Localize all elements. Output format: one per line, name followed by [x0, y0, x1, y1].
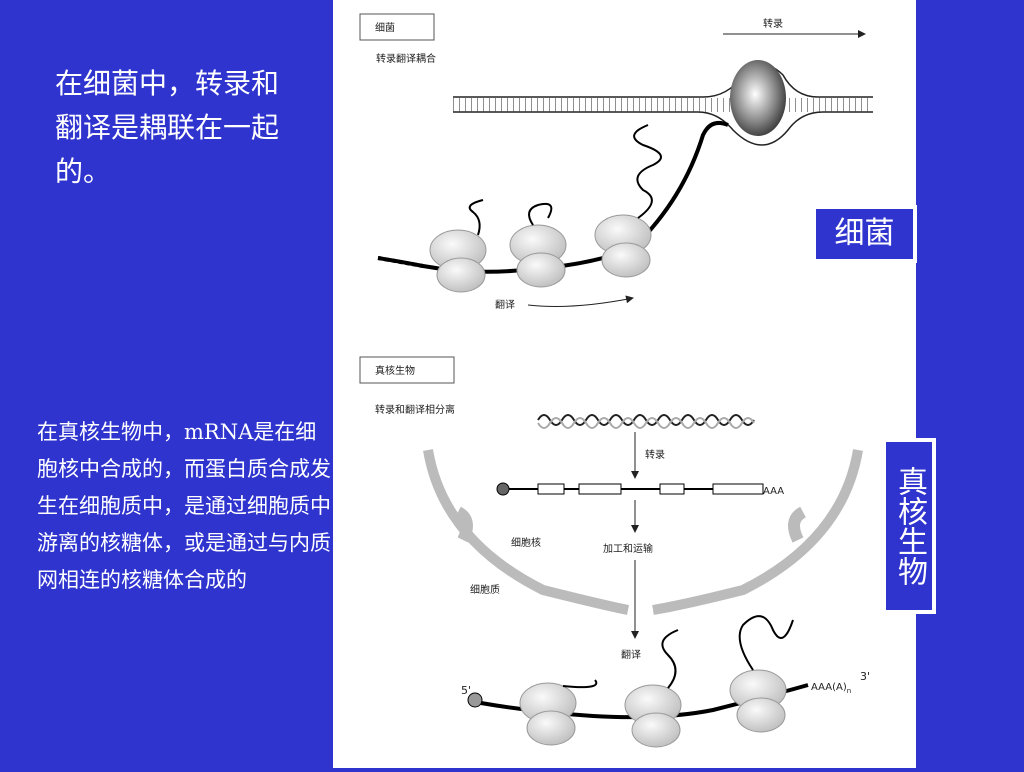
cytoplasm-label: 细胞质	[470, 583, 500, 596]
bacteria-subtitle: 转录翻译耦合	[376, 52, 436, 65]
eukaryote-dna	[537, 414, 755, 426]
translation-arrow	[527, 295, 634, 307]
rna-polymerase	[730, 60, 786, 136]
bacteria-translation-label: 翻译	[495, 299, 515, 311]
three-prime-label: 3'	[860, 670, 870, 683]
figure-panel: 细菌 转录翻译耦合 转录 翻译 真核生物 转录和翻译相分离 转录	[333, 0, 916, 768]
eukaryote-box-title: 真核生物	[375, 364, 415, 377]
bacteria-ribosome-2	[509, 202, 567, 288]
euk-transcription-label: 转录	[645, 448, 665, 461]
nuclear-pore-2	[788, 506, 807, 543]
nucleus-membrane-right	[652, 449, 863, 615]
processing-label: 加工和运输	[603, 542, 653, 555]
dna-ladder	[453, 64, 873, 146]
bacteria-mrna-dashed	[377, 256, 424, 268]
eukaryote-label: 真核生物	[882, 438, 936, 614]
polyA-label: AAA	[763, 486, 784, 497]
bacteria-transcription-label: 转录	[763, 17, 783, 30]
five-prime-label: 5'	[461, 684, 471, 697]
euk-ribosome-2	[624, 629, 682, 748]
figure-svg: 细菌 转录翻译耦合 转录 翻译 真核生物 转录和翻译相分离 转录	[359, 13, 873, 748]
bacteria-box-title: 细菌	[375, 21, 395, 34]
nucleus-membrane-left	[423, 449, 629, 615]
pre-mrna	[496, 482, 764, 496]
euk-ribosome-3	[729, 615, 794, 733]
bacteria-ribosome-3	[594, 124, 662, 278]
eukaryote-subtitle: 转录和翻译相分离	[375, 403, 455, 416]
eukaryote-box	[359, 356, 455, 384]
intro-text: 在细菌中，转录和翻译是耦联在一起的。	[55, 67, 280, 188]
eukaryote-dna-strand2	[537, 417, 755, 429]
eukaryote-text: 在真核生物中，mRNA是在细胞核中合成的，而蛋白质合成发生在细胞质中，是通过细胞…	[37, 420, 331, 592]
nuclear-pore-1	[454, 506, 473, 543]
euk-ribosome-1	[519, 679, 598, 746]
bacteria-label: 细菌	[812, 205, 917, 263]
euk-translation-label: 翻译	[621, 649, 641, 661]
bacteria-ribosome-1	[429, 199, 487, 293]
tail-label: AAA(A)n	[811, 682, 851, 695]
bacteria-box	[359, 13, 435, 41]
nucleus-label: 细胞核	[511, 536, 541, 549]
